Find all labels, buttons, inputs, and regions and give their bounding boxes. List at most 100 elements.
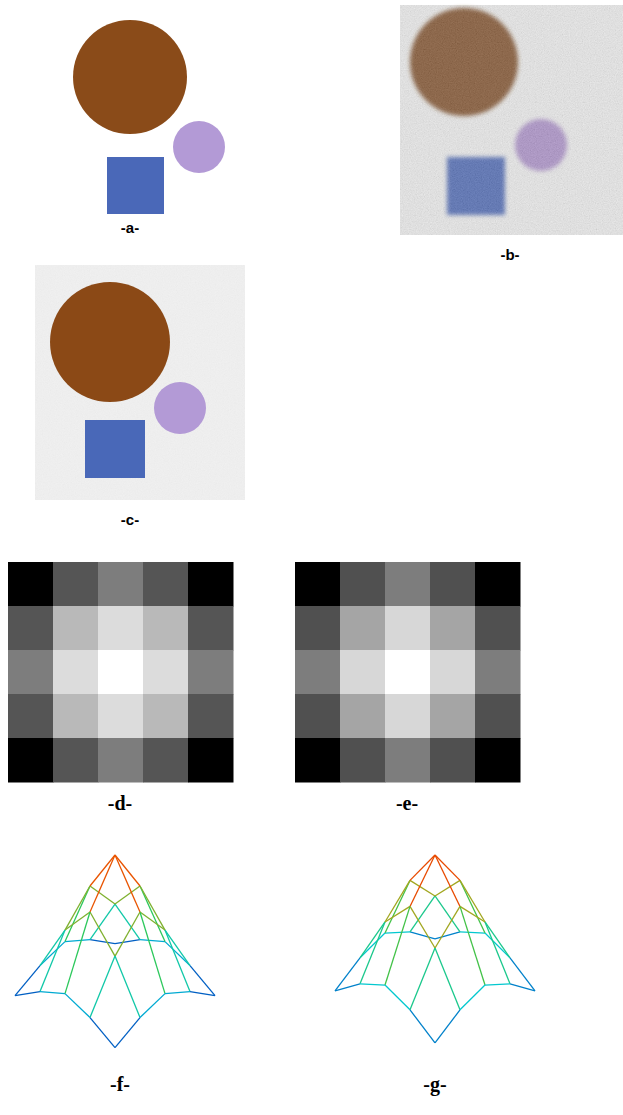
kernel-cell [8,738,54,783]
blue-square [107,157,164,214]
purple-disk [154,382,206,434]
panel-label: -e- [396,792,418,814]
mesh-line [115,855,140,886]
kernel-cell [98,650,144,695]
mesh-line [190,966,215,996]
restored-image [35,265,245,500]
kernel-cell [53,694,99,739]
mesh-line [65,912,90,994]
mesh-line [140,912,165,930]
kernel-cell [53,606,99,651]
kernel-cell [188,650,234,695]
original-image [73,20,225,214]
kernel-cell [188,738,234,783]
mesh-line [140,886,165,942]
mesh-line [410,880,435,896]
mesh-line [435,1010,460,1043]
kernel-cell [475,738,521,783]
mesh-line [385,880,410,922]
mesh-line [15,966,40,996]
kernel-cell [8,562,54,607]
panel-label: -c- [121,512,139,529]
mesh-line [115,940,140,944]
mesh-line [410,932,435,939]
kernel-image [8,562,234,783]
mesh-line [410,1010,435,1043]
mesh-line [360,922,385,984]
mesh-line [335,984,360,991]
kernel-cell [188,562,234,607]
kernel-cell [295,694,341,739]
noise-layer [400,5,623,235]
kernel-cell [8,694,54,739]
kernel-cell [53,738,99,783]
mesh-line [435,880,460,896]
kernel-cell [475,562,521,607]
mesh-line [90,956,115,1017]
mesh-line [65,994,90,1018]
mesh-line [190,992,215,996]
mesh-line [360,984,385,985]
mesh-line [90,886,115,904]
mesh-line [140,940,165,942]
mesh-line [485,922,510,984]
kernel-cell [188,606,234,651]
mesh-line [460,880,485,933]
kernel-cell [430,738,476,783]
mesh-line [460,985,485,1010]
kernel-cell [340,562,386,607]
purple-disk [173,121,225,173]
panel-label: -d- [108,792,132,814]
mesh-line [115,956,140,1017]
panel-label: -b- [500,247,519,264]
mesh-line [435,855,460,880]
kernel-cell [385,738,431,783]
mesh-line [90,912,115,956]
mesh-line [65,940,90,942]
mesh-line [435,948,460,1010]
kernel-cell [143,650,189,695]
kernel-cell [385,694,431,739]
mesh-line [90,940,115,944]
mesh-line [40,992,65,994]
kernel-cell [475,606,521,651]
mesh-line [410,948,435,1010]
brown-disk [73,20,187,134]
mesh-line [410,855,435,906]
mesh-line [460,906,485,985]
mesh-line [410,855,435,880]
kernel-cell [340,650,386,695]
panel-label: -g- [423,1073,446,1095]
kernel-grids [8,562,521,783]
kernel-cell [98,606,144,651]
mesh-line [15,992,40,996]
kernel-cell [430,694,476,739]
mesh-line [435,906,460,948]
mesh-line [40,930,65,991]
kernel-cell [385,650,431,695]
kernel-cell [430,562,476,607]
mesh-line [510,984,535,991]
image-ground [35,265,245,500]
kernel-cell [340,606,386,651]
degraded-image [400,5,623,235]
image-ground [400,5,623,235]
mesh-line [115,1018,140,1048]
kernel-cell [340,738,386,783]
kernel-cell [8,606,54,651]
panel-label: -f- [110,1073,130,1095]
mesh-line [115,912,140,956]
mesh-line [90,1018,115,1048]
kernel-cell [430,606,476,651]
kernel-cell [8,650,54,695]
kernel-meshes [15,855,535,1048]
mesh-line [385,932,410,933]
mesh-line [90,855,115,886]
mesh-line [460,932,485,933]
kernel-cell [143,562,189,607]
kernel-cell [295,738,341,783]
mesh-line [165,992,190,994]
